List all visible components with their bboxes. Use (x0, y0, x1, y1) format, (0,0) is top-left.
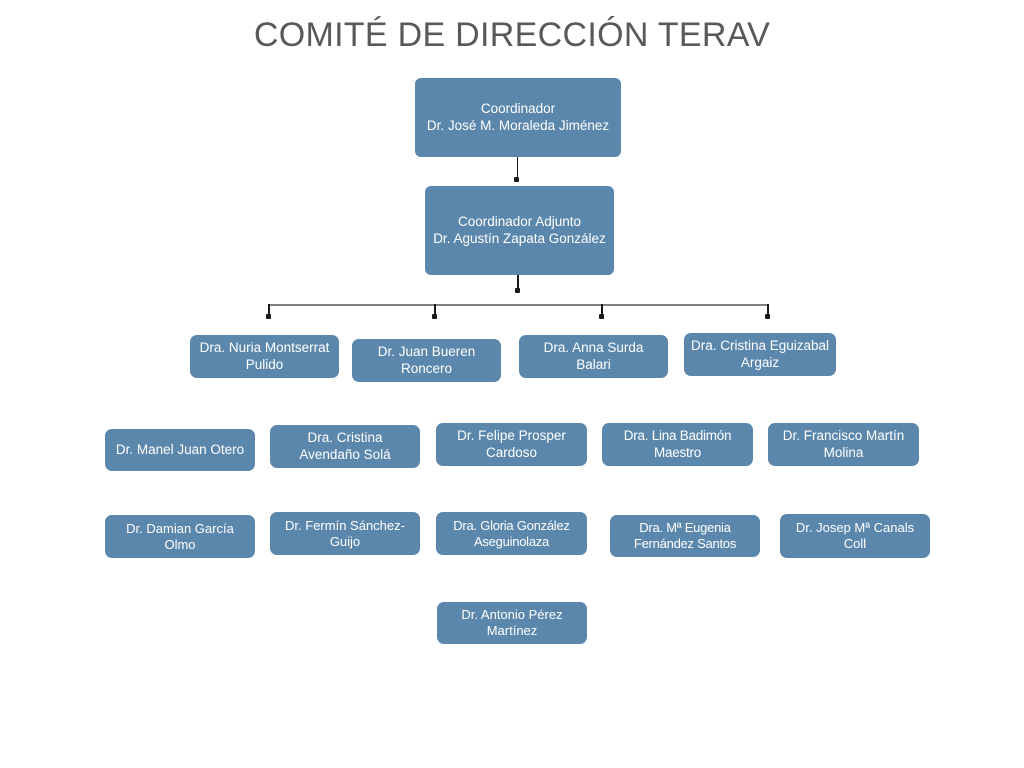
node-tier3-0[interactable]: Dra. Nuria Montserrat Pulido (190, 335, 339, 378)
node-tier3-2[interactable]: Dra. Anna Surda Balari (519, 335, 668, 378)
node-tier3-3-label: Dra. Cristina Eguizabal Argaiz (690, 338, 830, 370)
node-tier5-2[interactable]: Dra. Gloria González Aseguinolaza (436, 512, 587, 555)
arrowhead-deputy (514, 177, 519, 182)
node-tier6-0-label: Dr. Antonio Pérez Martínez (461, 607, 563, 638)
node-tier4-3[interactable]: Dra. Lina Badimón Maestro (602, 423, 753, 466)
arrowhead-drop-2 (432, 314, 437, 319)
connector-coordinator-to-deputy (516, 157, 519, 181)
node-tier4-1[interactable]: Dra. Cristina Avendaño Solá (270, 425, 420, 468)
node-tier4-2-label: Dr. Felipe Prosper Cardoso (457, 428, 566, 460)
node-tier4-0-label: Dr. Manel Juan Otero (115, 441, 245, 457)
node-tier3-1[interactable]: Dr. Juan Bueren Roncero (352, 339, 501, 382)
node-tier4-0[interactable]: Dr. Manel Juan Otero (105, 429, 255, 471)
node-tier5-4-label: Dr. Josep Mª Canals Coll (795, 520, 915, 551)
node-tier3-3[interactable]: Dra. Cristina Eguizabal Argaiz (684, 333, 836, 376)
page-title: COMITÉ DE DIRECCIÓN TERAV (253, 16, 771, 54)
node-tier3-1-label: Dr. Juan Bueren Roncero (377, 344, 476, 376)
node-tier3-0-label: Dra. Nuria Montserrat Pulido (199, 340, 330, 372)
node-tier4-3-label: Dra. Lina Badimón Maestro (623, 428, 732, 460)
node-tier3-2-label: Dra. Anna Surda Balari (543, 340, 644, 372)
node-deputy-coordinator[interactable]: Coordinador Adjunto Dr. Agustín Zapata G… (425, 186, 614, 275)
node-tier4-2[interactable]: Dr. Felipe Prosper Cardoso (436, 423, 587, 466)
node-tier5-3[interactable]: Dra. Mª Eugenia Fernández Santos (610, 515, 760, 557)
node-tier5-3-label: Dra. Mª Eugenia Fernández Santos (633, 520, 737, 551)
connector-drop-2 (434, 304, 436, 318)
node-tier6-0[interactable]: Dr. Antonio Pérez Martínez (437, 602, 587, 644)
node-tier5-2-label: Dra. Gloria González Aseguinolaza (453, 517, 570, 549)
node-tier5-1-label: Dr. Fermín Sánchez-Guijo (285, 517, 405, 549)
arrowhead-drop-3 (599, 314, 604, 319)
connector-drop-1 (268, 304, 270, 318)
arrowhead-drop-4 (765, 314, 770, 319)
node-coordinator[interactable]: Coordinador Dr. José M. Moraleda Jiménez (415, 78, 621, 157)
node-tier4-4-label: Dr. Francisco Martín Molina (782, 428, 905, 460)
node-tier4-1-label: Dra. Cristina Avendaño Solá (299, 430, 391, 462)
connector-drop-3 (601, 304, 603, 318)
node-tier5-1[interactable]: Dr. Fermín Sánchez-Guijo (270, 512, 420, 555)
node-tier4-4[interactable]: Dr. Francisco Martín Molina (768, 423, 919, 466)
arrowhead-deputy-stem (514, 288, 520, 293)
node-tier5-0-label: Dr. Damian García Olmo (126, 520, 234, 552)
node-deputy-coordinator-label: Coordinador Adjunto Dr. Agustín Zapata G… (433, 214, 606, 246)
connector-bus-horizontal (268, 304, 768, 306)
node-tier5-0[interactable]: Dr. Damian García Olmo (105, 515, 255, 558)
node-tier5-4[interactable]: Dr. Josep Mª Canals Coll (780, 514, 930, 558)
arrowhead-drop-1 (266, 314, 271, 319)
node-coordinator-label: Coordinador Dr. José M. Moraleda Jiménez (426, 101, 610, 133)
connector-deputy-stem (517, 275, 519, 293)
connector-drop-4 (767, 304, 769, 318)
